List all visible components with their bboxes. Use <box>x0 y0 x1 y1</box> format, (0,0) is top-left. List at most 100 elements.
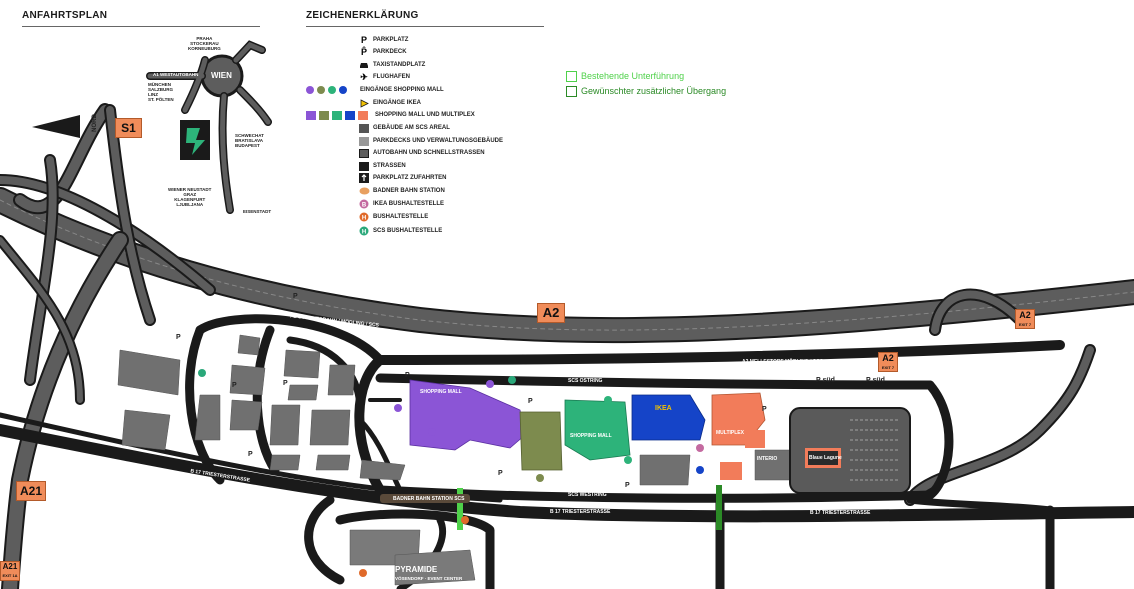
desired-crossing <box>716 485 722 530</box>
legend-label: EINGÄNGE IKEA <box>373 100 422 106</box>
ikea-bus-marker <box>696 444 704 452</box>
shopping-mall-1-label: SHOPPING MALL <box>420 389 462 395</box>
mall-multiplex-squares-icon <box>306 110 371 120</box>
lounge-label: Blaue Lagune <box>809 455 842 461</box>
legend-label: BUSHALTESTELLE <box>373 214 429 220</box>
existing-underpass-label: Bestehende Unterführung <box>581 71 685 81</box>
parking-sud-marker: P süd <box>816 377 835 384</box>
mall-entrance-dots-icon <box>306 86 350 94</box>
legend-item-taxi: TAXISTANDPLATZ <box>358 59 425 71</box>
parking-marker: P <box>232 382 237 389</box>
inset-dest-southeast: EISENSTADT <box>243 209 272 214</box>
lounge-box-inner <box>808 451 838 465</box>
legend-item-mall-entrances: EINGÄNGE SHOPPING MALL <box>306 84 444 96</box>
parking-access-icon <box>358 173 370 183</box>
parking-marker: P <box>528 398 533 405</box>
desired-crossing-label: Gewünschter zusätzlicher Übergang <box>581 86 727 96</box>
a21-exit-sub: EXIT 1A <box>2 573 18 578</box>
multiplex-entrance-box-2 <box>745 430 765 448</box>
entrance-dot-green <box>624 456 632 464</box>
ikea-entrance-icon <box>358 98 370 108</box>
bus-stop-marker <box>359 569 367 577</box>
parking-sud-marker: P süd <box>866 377 885 384</box>
legend-item-ikea-entrances: EINGÄNGE IKEA <box>358 97 421 109</box>
a2-exit7b-label: A2 <box>882 353 894 363</box>
a2-road-label-b: A2 MELLESTORF MÖDLING / SCS <box>742 359 824 365</box>
legend-header-rule <box>306 26 544 27</box>
legend-item-ikea-bus: B IKEA BUSHALTESTELLE <box>358 198 444 210</box>
parking-marker: P <box>176 334 181 341</box>
scs-buildings <box>117 334 791 586</box>
legend-item-badner-bahn: BADNER BAHN STATION <box>358 185 445 197</box>
inset-dest-east: SCHWECHAT BRATISLAVA BUDAPEST <box>235 133 264 148</box>
legend-label: PARKPLATZ ZUFAHRTEN <box>373 175 447 181</box>
taxi-icon <box>358 60 370 70</box>
legend-item-scs-buildings: GEBÄUDE AM SCS AREAL <box>358 122 450 134</box>
a2-exit7b-sub: EXIT 7 <box>881 365 895 370</box>
inset-map <box>32 40 272 214</box>
legend-item-airport: ✈ FLUGHAFEN <box>358 71 410 83</box>
shopping-mall-2-label: SHOPPING MALL <box>570 433 612 439</box>
inset-dest-south: WIENER NEUSTADT GRAZ KLAGENFURT LJUBLJAN… <box>168 187 212 207</box>
legend-label: PARKPLATZ <box>373 37 409 43</box>
legend-label: EINGÄNGE SHOPPING MALL <box>360 87 444 93</box>
street-ostring: SCS OSTRING <box>568 378 603 384</box>
a2-shield: A2 <box>537 303 565 323</box>
multiplex-entrance-box <box>720 462 742 480</box>
entrance-dot-purple <box>394 404 402 412</box>
desired-crossing-legend: Gewünschter zusätzlicher Übergang <box>566 83 726 99</box>
entrance-dot-blue <box>696 466 704 474</box>
directions-header-rule <box>22 26 260 27</box>
legend-header: ZEICHENERKLÄRUNG <box>306 10 419 21</box>
scs-building-icon <box>358 123 370 133</box>
badner-bahn-label: BADNER BAHN STATION SCS <box>393 496 465 502</box>
a21-exit-label: A21 <box>2 562 18 571</box>
pyramide-sublabel: VÖSENDORF · EVENT CENTER <box>395 576 463 581</box>
parking-marker: P <box>625 482 630 489</box>
existing-underpass <box>457 488 463 530</box>
a2-exit7-shield: A2 EXIT 7 <box>1015 309 1035 329</box>
legend-item-parking-admin: PARKDECKS UND VERWALTUNGSGEBÄUDE <box>358 135 503 147</box>
inset-center-label: WIEN <box>211 71 232 80</box>
legend-item-parking-access: PARKPLATZ ZUFAHRTEN <box>358 172 446 184</box>
parking-marker: P <box>248 451 253 458</box>
legend-label: PARKDECK <box>373 49 407 55</box>
legend-item-mall-multiplex: SHOPPING MALL UND MULTIPLEX <box>306 109 475 121</box>
legend-label: AUTOBAHN UND SCHNELLSTRASSEN <box>373 150 485 156</box>
parking-marker: P <box>283 380 288 387</box>
entrance-dot-olive <box>536 474 544 482</box>
existing-underpass-legend: Bestehende Unterführung <box>566 69 726 83</box>
svg-text:H: H <box>362 215 366 221</box>
motorway-network <box>0 103 1134 589</box>
parking-marker: P <box>405 372 410 379</box>
legend-item-bus-stop: H BUSHALTESTELLE <box>358 211 428 223</box>
a21-shield: A21 <box>16 481 46 501</box>
svg-text:B: B <box>362 202 367 208</box>
mall-green <box>564 399 631 461</box>
parking-deck-icon: P̂ <box>360 47 367 57</box>
scs-bus-marker <box>508 376 516 384</box>
street-b17-c: B 17 TRIESTERSTRASSE <box>810 510 871 516</box>
inset-s1-shield: S1 <box>115 118 142 138</box>
a2-exit7b-shield: A2 EXIT 7 <box>878 352 898 372</box>
a2-exit7-sub: EXIT 7 <box>1018 322 1032 327</box>
legend-label: GEBÄUDE AM SCS AREAL <box>373 125 450 131</box>
pyramide-label: PYRAMIDE <box>395 565 438 574</box>
road-icon <box>358 161 370 171</box>
legend-item-parking: P PARKPLATZ <box>358 34 408 46</box>
multiplex-label: MULTIPLEX <box>716 430 744 436</box>
mall-purple <box>409 379 526 451</box>
directions-header: ANFAHRTSPLAN <box>22 10 108 21</box>
inset-dest-north: PRAHA STOCKERAU KORNEUBURG <box>188 36 221 51</box>
motorway-icon <box>358 148 370 158</box>
desired-crossing-icon <box>566 85 577 97</box>
bus-stop-marker <box>461 516 469 524</box>
parking-marker: P <box>762 406 767 413</box>
legend-label: STRASSEN <box>373 163 406 169</box>
legend-item-scs-bus: H SCS BUSHALTESTELLE <box>358 225 442 237</box>
a2-exit7-label: A2 <box>1019 310 1031 320</box>
street-b17-b: B 17 TRIESTERSTRASSE <box>550 509 611 515</box>
road-network <box>0 314 1134 589</box>
entrance-dot-green <box>604 396 612 404</box>
